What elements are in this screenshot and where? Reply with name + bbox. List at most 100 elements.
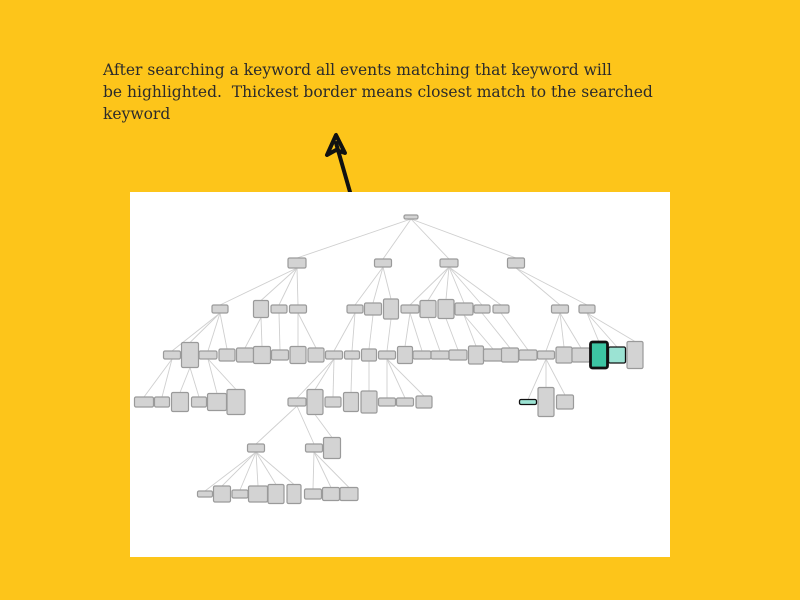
event-node[interactable] xyxy=(555,394,575,410)
event-node[interactable] xyxy=(267,483,285,505)
event-node[interactable] xyxy=(346,304,364,314)
event-node[interactable] xyxy=(231,489,249,499)
event-node[interactable] xyxy=(270,349,290,361)
tree-edge xyxy=(586,312,600,343)
event-tree[interactable] xyxy=(130,192,670,557)
tree-edge xyxy=(239,451,257,491)
event-node[interactable] xyxy=(247,485,269,503)
event-node[interactable] xyxy=(321,486,341,502)
event-node[interactable] xyxy=(536,350,556,360)
event-node[interactable] xyxy=(342,391,360,413)
event-node[interactable] xyxy=(377,397,397,407)
event-node[interactable] xyxy=(363,302,383,316)
event-node[interactable] xyxy=(252,345,272,365)
tree-edge xyxy=(448,266,483,306)
event-node[interactable] xyxy=(170,391,190,413)
event-node[interactable] xyxy=(578,304,596,314)
event-node[interactable] xyxy=(439,258,459,268)
event-node[interactable] xyxy=(324,396,342,408)
event-node[interactable] xyxy=(382,298,400,320)
event-node-match-3[interactable] xyxy=(518,398,538,406)
tree-edge xyxy=(500,312,529,351)
tree-edge xyxy=(219,312,228,350)
tree-edge xyxy=(404,312,411,347)
tree-edge xyxy=(545,358,566,396)
event-node[interactable] xyxy=(162,350,182,360)
event-node[interactable] xyxy=(339,486,359,502)
tree-edge xyxy=(409,312,423,352)
tree-edge xyxy=(410,218,517,259)
event-node[interactable] xyxy=(246,443,266,453)
tree-edge xyxy=(448,266,502,306)
event-node[interactable] xyxy=(287,397,307,407)
event-node[interactable] xyxy=(419,299,437,319)
event-node[interactable] xyxy=(454,302,474,316)
event-node[interactable] xyxy=(448,349,468,361)
event-node-match-2[interactable] xyxy=(607,346,627,364)
event-node[interactable] xyxy=(270,304,288,314)
event-node[interactable] xyxy=(473,304,491,314)
tree-edge xyxy=(333,312,356,352)
event-node[interactable] xyxy=(133,396,155,408)
tree-edge xyxy=(171,312,221,352)
event-node[interactable] xyxy=(287,257,307,269)
event-node[interactable] xyxy=(306,388,324,416)
event-node-best-match[interactable] xyxy=(589,340,609,370)
tree-edge xyxy=(207,312,221,352)
event-node[interactable] xyxy=(304,443,324,453)
tree-edge xyxy=(515,267,588,306)
tree-edge xyxy=(427,266,450,301)
event-node[interactable] xyxy=(437,298,455,320)
event-node[interactable] xyxy=(415,395,433,409)
event-node[interactable] xyxy=(571,347,591,363)
event-node[interactable] xyxy=(467,345,485,365)
event-node[interactable] xyxy=(482,348,504,362)
event-node[interactable] xyxy=(206,392,228,412)
tree-edge xyxy=(255,451,259,487)
event-node[interactable] xyxy=(537,386,555,418)
event-node[interactable] xyxy=(506,257,526,269)
event-node[interactable] xyxy=(626,340,644,370)
event-node[interactable] xyxy=(196,490,214,498)
event-node[interactable] xyxy=(492,304,510,314)
event-node[interactable] xyxy=(180,341,200,369)
event-node[interactable] xyxy=(303,488,323,500)
event-node[interactable] xyxy=(373,258,393,268)
event-node[interactable] xyxy=(360,348,378,362)
event-node[interactable] xyxy=(218,348,236,362)
event-node[interactable] xyxy=(307,347,325,363)
event-node[interactable] xyxy=(395,397,415,407)
event-node[interactable] xyxy=(500,347,520,363)
event-node[interactable] xyxy=(550,304,570,314)
event-node[interactable] xyxy=(190,396,208,408)
event-node[interactable] xyxy=(288,304,308,314)
event-node[interactable] xyxy=(518,349,538,361)
event-node[interactable] xyxy=(286,483,302,505)
tree-edges xyxy=(143,218,636,492)
tree-edge xyxy=(143,358,173,398)
event-node[interactable] xyxy=(343,350,361,360)
event-node[interactable] xyxy=(403,214,419,220)
event-node[interactable] xyxy=(555,346,573,364)
tree-edge xyxy=(255,405,298,445)
event-node[interactable] xyxy=(324,350,344,360)
event-node[interactable] xyxy=(212,485,232,503)
tree-edge xyxy=(559,312,565,348)
event-node[interactable] xyxy=(198,350,218,360)
event-node[interactable] xyxy=(211,304,229,314)
event-node[interactable] xyxy=(412,350,432,360)
event-node[interactable] xyxy=(430,350,450,360)
event-node[interactable] xyxy=(400,304,420,314)
event-node[interactable] xyxy=(235,347,255,363)
tree-edge xyxy=(463,314,477,347)
event-node[interactable] xyxy=(153,396,171,408)
event-node[interactable] xyxy=(289,345,307,365)
tree-edge xyxy=(207,358,218,394)
tree-edge xyxy=(427,317,441,352)
event-node[interactable] xyxy=(360,390,378,414)
event-node[interactable] xyxy=(252,299,270,319)
event-node[interactable] xyxy=(226,388,246,416)
event-node[interactable] xyxy=(396,345,414,365)
event-node[interactable] xyxy=(322,436,342,460)
event-node[interactable] xyxy=(377,350,397,360)
